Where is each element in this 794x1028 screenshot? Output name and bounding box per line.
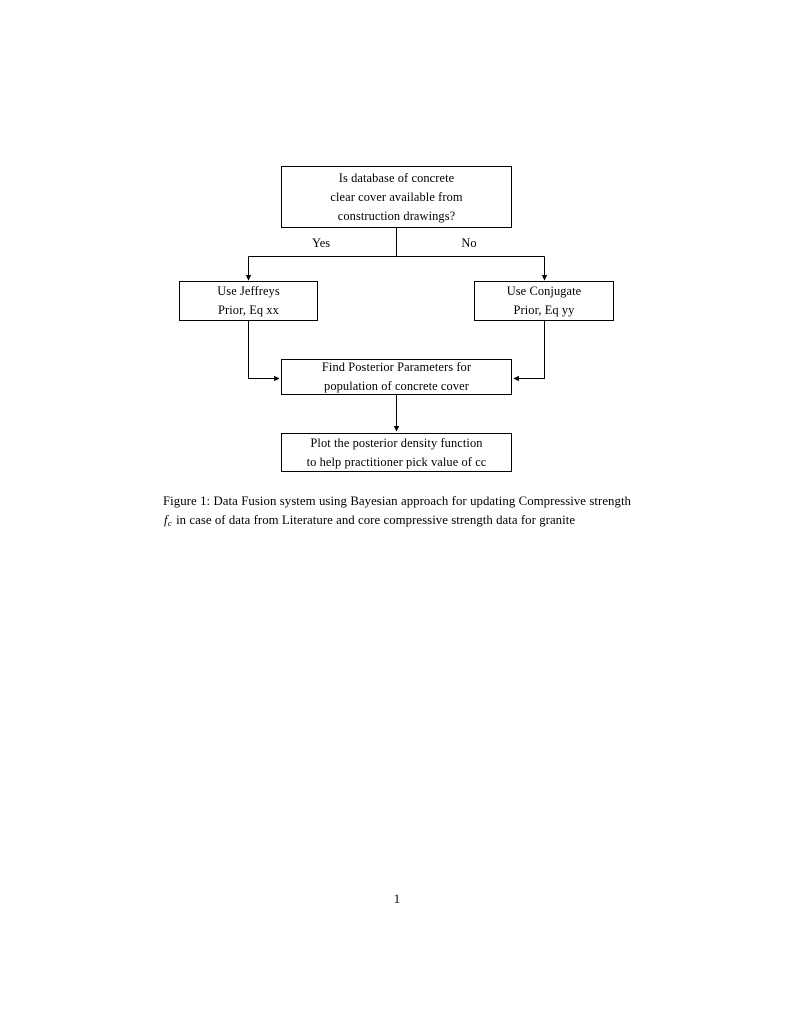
node-question-line-1: Is database of concrete <box>338 170 455 185</box>
node-jeffreys-line-1: Use Jeffreys <box>217 284 280 298</box>
node-question-line-2: clear cover available from <box>330 189 463 204</box>
edge-label-no: No <box>461 236 477 250</box>
figure-1-flowchart: Is database of concrete clear cover avai… <box>0 0 794 500</box>
node-use-jeffreys-prior: Use Jeffreys Prior, Eq xx <box>179 281 318 321</box>
node-plot-line-2: to help practitioner pick value of cc <box>306 454 487 469</box>
edge-label-yes: Yes <box>311 236 331 250</box>
node-conjugate-line-1: Use Conjugate <box>506 284 582 298</box>
node-plot-line-1: Plot the posterior density function <box>310 435 483 450</box>
node-decision-question: Is database of concrete clear cover avai… <box>281 166 512 228</box>
edge-jeffreys-to-posterior <box>248 321 280 382</box>
node-question-line-3: construction drawings? <box>337 208 456 223</box>
node-use-conjugate-prior: Use Conjugate Prior, Eq yy <box>474 281 614 321</box>
page-number: 1 <box>393 892 401 906</box>
flowchart-connectors <box>245 228 548 432</box>
figure-caption: Figure 1: Data Fusion system using Bayes… <box>163 492 631 533</box>
node-conjugate-line-2: Prior, Eq yy <box>513 303 575 317</box>
caption-text-after-math: in case of data from Literature and core… <box>176 512 576 527</box>
caption-math-subscript: c <box>167 518 172 529</box>
node-posterior-line-2: population of concrete cover <box>324 379 469 393</box>
caption-math-base: f <box>164 512 168 527</box>
node-find-posterior-parameters: Find Posterior Parameters for population… <box>281 359 512 395</box>
node-posterior-line-1: Find Posterior Parameters for <box>321 360 472 374</box>
caption-label: Figure 1: <box>163 494 211 508</box>
caption-math-symbol: fc <box>163 512 173 529</box>
node-plot-posterior-density: Plot the posterior density function to h… <box>281 433 512 472</box>
node-jeffreys-line-2: Prior, Eq xx <box>218 303 279 317</box>
caption-text-before-math: Data Fusion system using Bayesian approa… <box>213 494 632 508</box>
edge-conjugate-to-posterior <box>513 321 545 382</box>
